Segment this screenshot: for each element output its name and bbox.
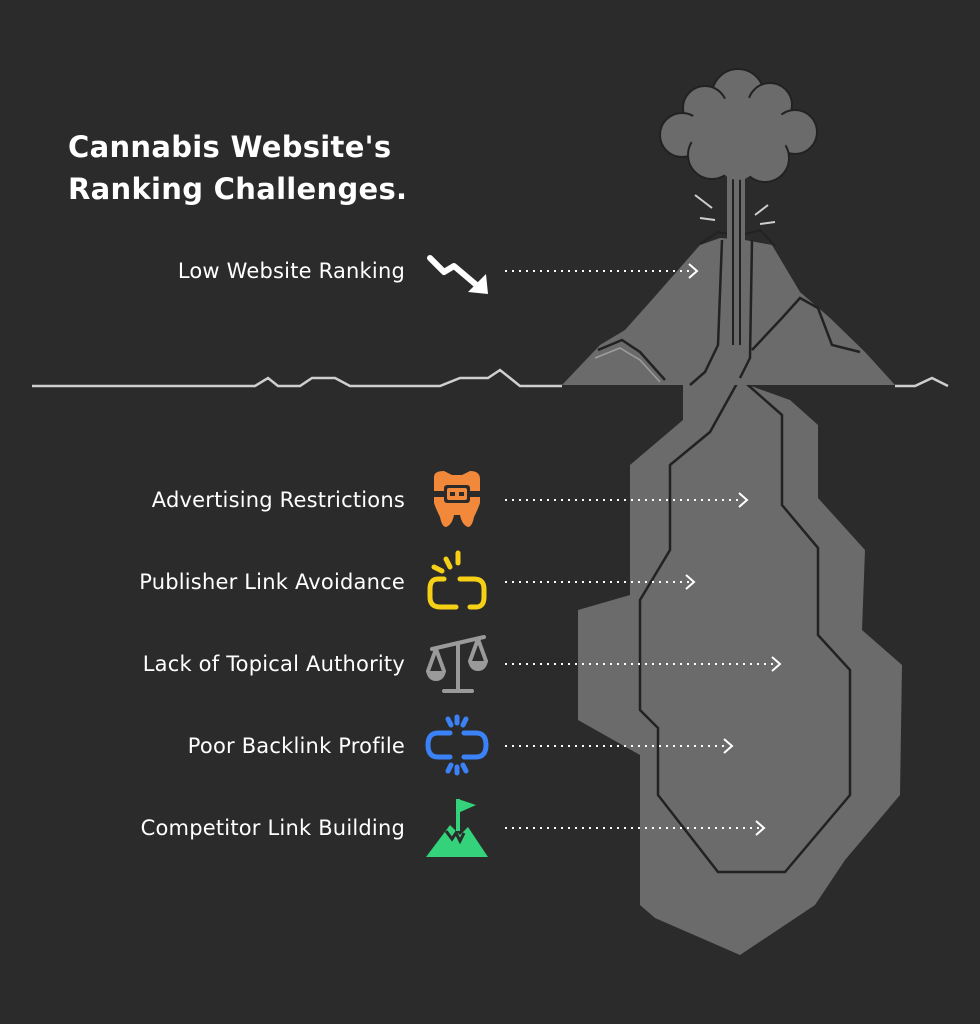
mountain-flag-icon (426, 799, 488, 857)
ground-line (32, 368, 949, 388)
label-lack-of-topical-authority: Lack of Topical Authority (142, 652, 405, 676)
cone-ridge-right (751, 296, 861, 354)
label-advertising-restrictions: Advertising Restrictions (151, 488, 405, 512)
broken-chain-icon (425, 714, 489, 776)
underground-mass (578, 385, 902, 955)
ash-cloud (659, 68, 818, 183)
cone-ridge-left (597, 338, 666, 381)
conduit-left-wall (689, 239, 724, 386)
label-poor-backlink-profile: Poor Backlink Profile (187, 734, 405, 758)
eruption-column (727, 170, 745, 350)
title-line-1: Cannabis Website's (68, 130, 392, 164)
label-publisher-link-avoidance: Publisher Link Avoidance (139, 570, 405, 594)
magma-chamber-outline (638, 376, 852, 874)
conduit-right-wall (738, 239, 754, 379)
broken-link-icon (427, 550, 487, 610)
label-low-website-ranking: Low Website Ranking (177, 259, 405, 283)
label-competitor-link-building: Competitor Link Building (140, 816, 405, 840)
trend-down-icon (427, 255, 488, 294)
cone-ridge-left-2 (594, 347, 661, 383)
balance-scale-icon (426, 635, 488, 693)
title-line-2: Ranking Challenges. (68, 172, 408, 206)
teeth-braces-icon (426, 471, 488, 527)
